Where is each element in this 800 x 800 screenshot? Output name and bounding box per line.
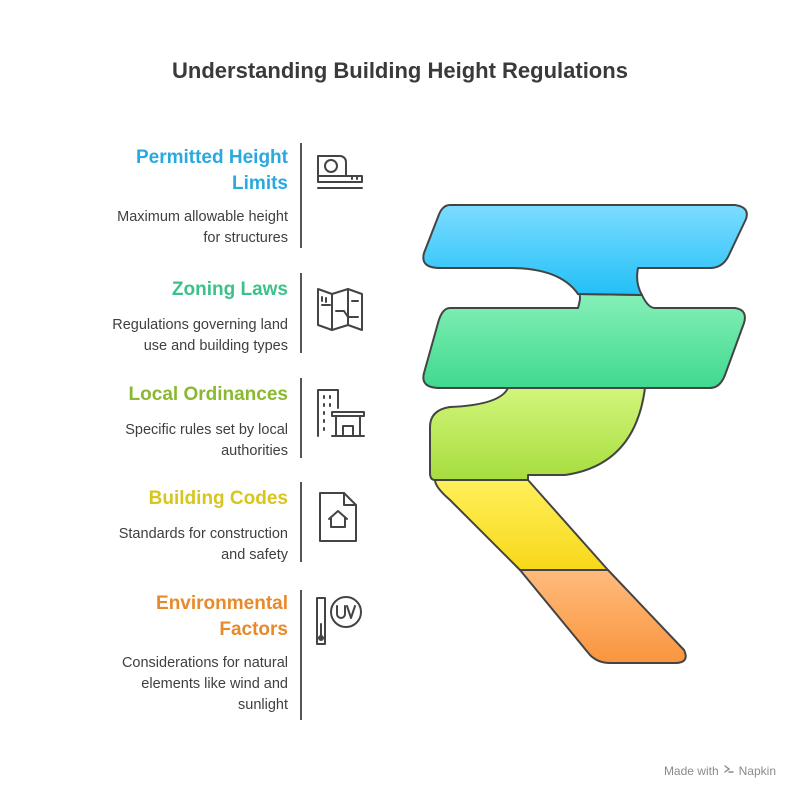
measuring-tape-icon (312, 146, 368, 202)
footer-brand: Napkin (738, 763, 776, 778)
item-building-codes: Building Codes Standards for constructio… (28, 486, 288, 566)
document-house-icon (312, 489, 368, 545)
uv-thermometer-icon (312, 594, 368, 650)
item-heading: Building Codes (148, 488, 288, 509)
divider (300, 273, 302, 353)
item-heading: Local Ordinances (128, 384, 288, 405)
item-heading: Zoning Laws (171, 279, 288, 300)
rupee-segment-green (422, 293, 746, 389)
rupee-segment-yellow (434, 479, 609, 571)
footer-prefix: Made with (663, 763, 719, 778)
item-local-ordinances: Local Ordinances Specific rules set by l… (28, 382, 288, 462)
divider (300, 378, 302, 458)
page-title: Understanding Building Height Regulation… (172, 58, 628, 83)
divider (300, 143, 302, 248)
rupee-segment-blue (422, 204, 748, 296)
divider (300, 590, 302, 720)
footer-attribution: Made with Napkin (664, 763, 776, 778)
divider (300, 482, 302, 562)
rupee-segment-lime (429, 387, 646, 481)
rupee-segment-orange (519, 569, 687, 664)
map-icon (312, 281, 368, 337)
city-hall-icon (312, 384, 368, 440)
napkin-logo-icon (723, 763, 735, 778)
rupee-symbol-graphic (422, 204, 748, 664)
